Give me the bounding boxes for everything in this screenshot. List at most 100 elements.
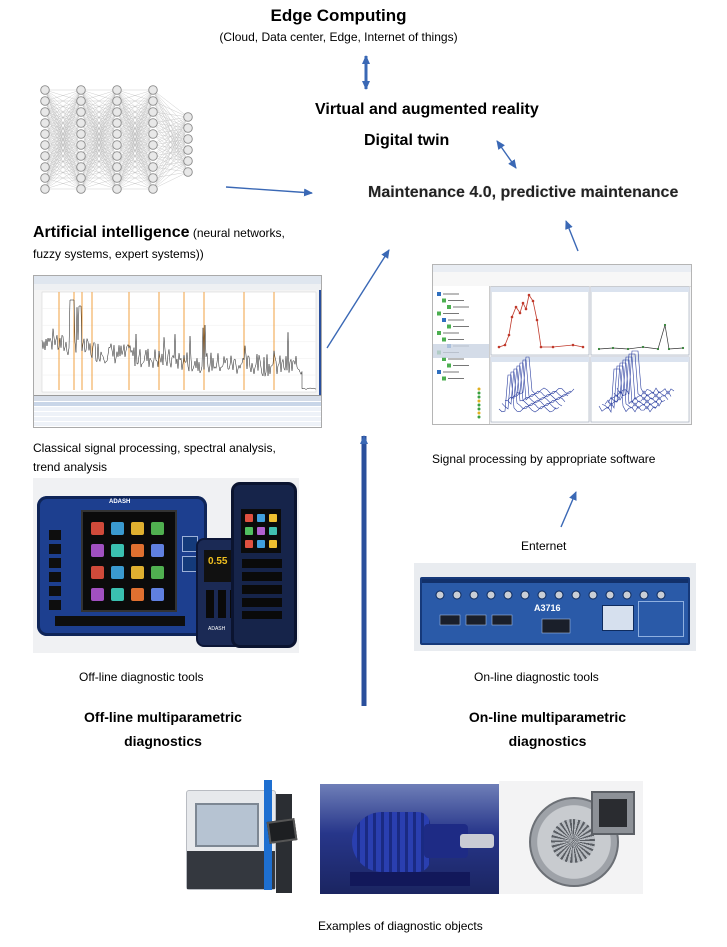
nn-node (183, 167, 193, 177)
tree-selection (433, 344, 489, 358)
trend-point-red (535, 318, 539, 322)
trend-point-dark (656, 347, 660, 351)
nn-connection (116, 133, 154, 190)
tablet-app-icon (131, 588, 144, 601)
tablet-app-icon (151, 544, 164, 557)
rack-model-label: A3716 (534, 603, 561, 613)
bnc-connector (639, 590, 649, 600)
tablet-app-icon (111, 588, 124, 601)
nn-connection (152, 116, 189, 179)
nn-connection (80, 111, 118, 190)
nn-node (183, 112, 193, 122)
waterfall-trace (610, 356, 669, 401)
nn-connection (44, 177, 82, 190)
rack-display (602, 605, 634, 631)
nn-node (76, 162, 86, 172)
trend-point-red (524, 307, 528, 311)
tablet-app-icon (111, 566, 124, 579)
nn-connection (80, 89, 118, 146)
nn-connection (80, 133, 118, 190)
bnc-connector (605, 590, 615, 600)
nn-node (112, 173, 122, 183)
online-rack-unit-photo: A3716 (414, 563, 696, 651)
cnc-machine-photo (180, 780, 315, 893)
fan-impeller (551, 819, 595, 863)
handheld-app-icon (257, 514, 265, 522)
offline-multiparametric-line2: diagnostics (124, 733, 202, 749)
bnc-connector (588, 590, 598, 600)
nn-node (112, 140, 122, 150)
trend-point-red (581, 345, 585, 349)
nn-connection (80, 177, 118, 190)
edge-computing-title: Edge Computing (270, 6, 407, 25)
arrow-twin-maintenance (496, 140, 517, 169)
nn-node (148, 162, 158, 172)
tablet-app-icon (151, 566, 164, 579)
nn-node (148, 96, 158, 106)
nn-connection (44, 100, 82, 190)
nn-connection (116, 89, 154, 179)
motor-shaft (460, 834, 494, 848)
a3716-rack-unit: A3716 (420, 577, 690, 645)
nn-node (183, 123, 193, 133)
handheld-app-icon (269, 540, 277, 548)
nn-connection (80, 89, 118, 179)
handheld-app-icons (245, 514, 277, 548)
arrow-enternet-software (560, 491, 577, 528)
nn-connection (152, 127, 189, 190)
waterfall-plot-left-header (491, 357, 589, 362)
cnc-machine-base (187, 851, 275, 889)
nn-connection (44, 89, 82, 124)
nn-connection (116, 177, 154, 190)
nn-connection (44, 89, 82, 135)
handheld-app-icon (257, 527, 265, 535)
nn-connection (152, 116, 189, 157)
rack-port (465, 614, 487, 626)
electric-motor-photo (320, 784, 500, 894)
nn-node (40, 118, 50, 128)
nn-node (40, 140, 50, 150)
spectrum-table (34, 395, 321, 427)
nn-connection (152, 116, 189, 168)
handheld-readout: 0.55 (208, 556, 228, 567)
offline-multiparametric-line1: Off-line multiparametric (84, 709, 242, 725)
nn-node (40, 162, 50, 172)
nn-node (76, 129, 86, 139)
software-plots (490, 286, 690, 423)
rack-port (491, 614, 513, 626)
waterfall-trace (516, 356, 575, 395)
rack-connectors (435, 590, 666, 634)
nn-connection (116, 100, 154, 190)
online-multiparametric-line2: diagnostics (508, 733, 587, 749)
nn-connection (152, 116, 189, 190)
waterfall-plot-right-frame (590, 356, 690, 423)
bnc-connector (537, 590, 547, 600)
nn-connection (116, 89, 154, 102)
nn-connection (116, 122, 154, 190)
nn-connection (44, 166, 82, 190)
nn-connection (80, 122, 118, 190)
tablet-app-icon (91, 588, 104, 601)
trend-point-red (539, 345, 543, 349)
tablet-bottom-buttons (55, 616, 185, 626)
waterfall-trace (513, 359, 572, 398)
trend-point-red (551, 345, 555, 349)
rack-port (439, 614, 461, 626)
online-tools-caption: On-line diagnostic tools (474, 670, 599, 684)
tree-node-icon (437, 292, 441, 296)
nn-connection (116, 89, 154, 146)
nn-connection (44, 133, 82, 190)
bnc-connector (486, 590, 496, 600)
tree-node-icon (447, 363, 451, 368)
nn-connection (152, 116, 189, 135)
waterfall-trace (507, 365, 566, 404)
bnc-connector (469, 590, 479, 600)
tree-node-icon (437, 331, 441, 335)
spectrum-divider (319, 290, 321, 395)
cnc-side-panel (276, 794, 292, 893)
digital-twin-label: Digital twin (364, 132, 450, 149)
nn-connection (116, 89, 154, 124)
handheld-app-icon (269, 514, 277, 522)
